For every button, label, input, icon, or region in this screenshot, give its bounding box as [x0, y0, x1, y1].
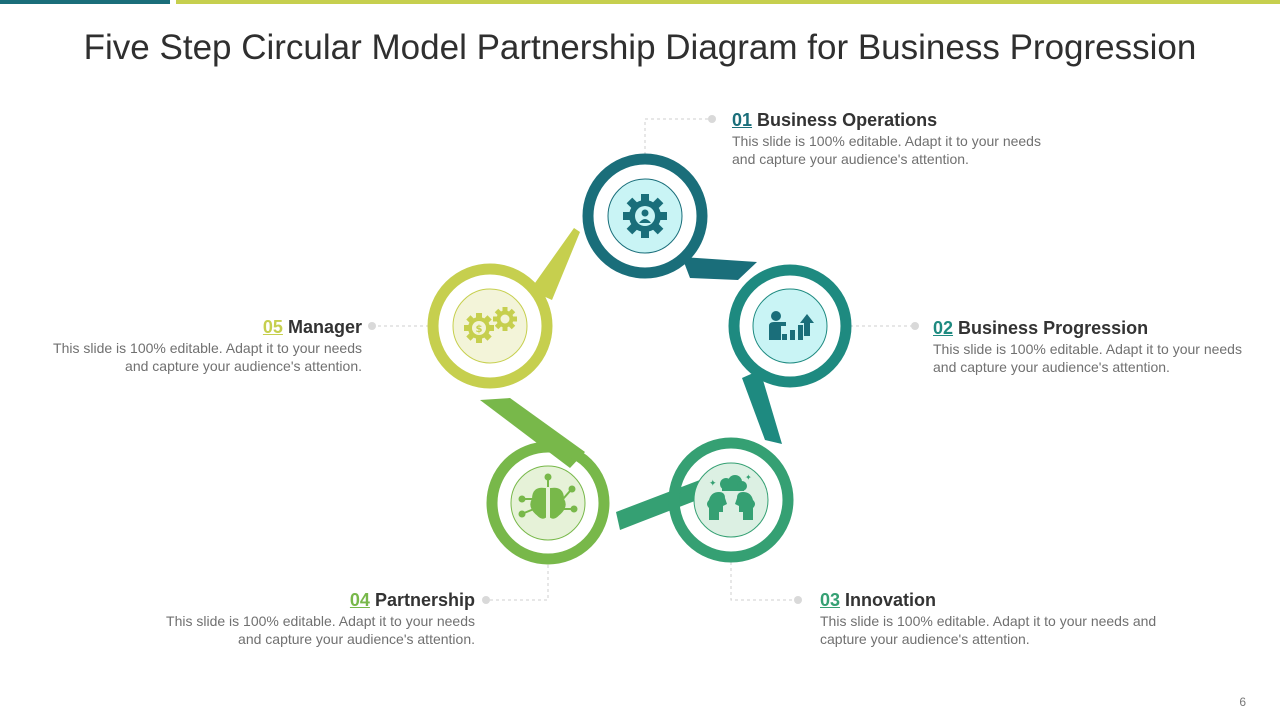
presenter-chart-icon — [769, 311, 814, 340]
step-desc-03: This slide is 100% editable. Adapt it to… — [820, 613, 1157, 647]
step-title-05: Manager — [287, 317, 362, 337]
step-desc-04: This slide is 100% editable. Adapt it to… — [166, 613, 475, 647]
step-title-03: Innovation — [845, 590, 937, 610]
step-desc-01: This slide is 100% editable. Adapt it to… — [732, 133, 1041, 167]
connector-dot-04 — [482, 596, 490, 604]
step-label-05: 05 Manager This slide is 100% editable. … — [46, 316, 362, 375]
connector-dot-05 — [368, 322, 376, 330]
tail-05 — [530, 228, 580, 300]
connector-dot-03 — [794, 596, 802, 604]
step-number-05: 05 — [262, 317, 283, 337]
page-title: Five Step Circular Model Partnership Dia… — [83, 28, 1197, 67]
step-title-04: Partnership — [374, 590, 475, 610]
step-label-03: 03 Innovation This slide is 100% editabl… — [820, 589, 1160, 648]
top-accent-bar-teal — [0, 0, 170, 4]
step-title-01: Business Operations — [757, 110, 938, 130]
step-number-03: 03 — [820, 590, 841, 610]
tail-01 — [682, 257, 757, 280]
circuit-brain-icon — [518, 473, 578, 519]
step-ring-04 — [486, 441, 610, 565]
tail-04 — [480, 398, 585, 468]
tail-03 — [616, 478, 718, 530]
connector-line-04 — [486, 565, 549, 601]
top-accent-bar-lime — [176, 0, 1280, 4]
connector-dot-01 — [708, 115, 716, 123]
connector-line-03 — [730, 562, 798, 601]
two-heads-idea-icon: ✦ ✦ — [707, 473, 755, 520]
gear-person-icon — [623, 194, 667, 238]
step-label-02: 02 Business Progression This slide is 10… — [933, 317, 1243, 376]
step-label-04: 04 Partnership This slide is 100% editab… — [160, 589, 475, 648]
step-desc-05: This slide is 100% editable. Adapt it to… — [53, 340, 362, 374]
tail-02 — [742, 370, 782, 444]
step-number-04: 04 — [349, 590, 370, 610]
connector-line-01 — [644, 118, 712, 155]
step-title-02: Business Progression — [958, 318, 1149, 338]
step-ring-02 — [728, 264, 852, 388]
svg-text:✦: ✦ — [709, 479, 717, 489]
step-label-01: 01 Business Operations This slide is 100… — [732, 109, 1052, 168]
step-number-02: 02 — [933, 318, 954, 338]
page-number: 6 — [1239, 695, 1246, 709]
step-desc-02: This slide is 100% editable. Adapt it to… — [933, 341, 1242, 375]
dollar-gears-icon: $ — [464, 307, 517, 343]
connector-dot-02 — [911, 322, 919, 330]
svg-text:$: $ — [476, 324, 483, 335]
step-number-01: 01 — [732, 110, 753, 130]
svg-text:✦: ✦ — [745, 473, 752, 482]
